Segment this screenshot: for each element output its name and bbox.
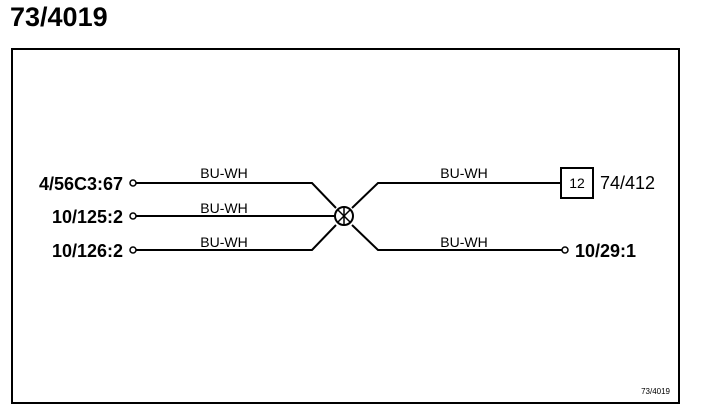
wire-left-3 — [129, 224, 337, 254]
wire-right-bottom — [351, 224, 569, 254]
terminal-left-2 — [129, 212, 137, 220]
wire-left-1 — [129, 179, 337, 209]
wire-color-right-bottom: BU-WH — [440, 234, 487, 250]
connector-pin-number: 12 — [569, 175, 585, 191]
diagram-title: 73/4019 — [10, 2, 108, 32]
wire-left-2 — [129, 212, 336, 220]
terminal-right-bottom — [561, 246, 569, 254]
terminal-left-1 — [129, 179, 137, 187]
diagram-frame — [11, 48, 680, 404]
terminal-label-left-3: 10/126:2 — [52, 241, 123, 261]
wire-right-top — [351, 182, 560, 209]
wire-color-left-1: BU-WH — [200, 165, 247, 181]
wire-color-left-3: BU-WH — [200, 234, 247, 250]
terminal-left-3 — [129, 246, 137, 254]
connector-pin-box: 12 — [560, 167, 594, 199]
terminal-label-left-2: 10/125:2 — [52, 207, 123, 227]
wire-color-left-2: BU-WH — [200, 200, 247, 216]
diagram-reference: 73/4019 — [641, 387, 670, 396]
wire-color-right-top: BU-WH — [440, 165, 487, 181]
terminal-label-left-1: 4/56C3:67 — [39, 174, 123, 194]
terminal-label-right-bottom: 10/29:1 — [575, 241, 636, 261]
splice-node-icon — [334, 206, 354, 226]
connector-label: 74/412 — [600, 173, 655, 193]
